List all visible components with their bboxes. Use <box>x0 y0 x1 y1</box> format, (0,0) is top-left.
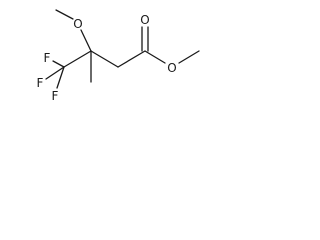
bond-c1-ester-oxygen <box>144 50 166 64</box>
atom-label-fluorine-bottom: F <box>52 89 59 103</box>
bond-c4-c3 <box>63 50 92 68</box>
atom-label-methoxy-oxygen: O <box>73 17 82 31</box>
atom-label-ester-oxygen: O <box>167 61 176 75</box>
bond-c4-f-left <box>45 66 65 80</box>
atom-label-carbonyl-oxygen: O <box>140 13 149 27</box>
atom-label-fluorine-left: F <box>37 76 44 90</box>
bond-ester-oxygen-methyl <box>178 50 200 64</box>
chemical-structure: F F F O O O <box>37 9 200 103</box>
atom-label-fluorine-top: F <box>44 51 51 65</box>
bond-c3-c2 <box>90 50 119 68</box>
bond-c4-f-top <box>52 60 65 68</box>
bond-c2-c1 <box>117 50 146 68</box>
bond-c3-ome-oxygen <box>80 29 92 52</box>
bond-ome-oxygen-methyl <box>55 9 74 20</box>
bond-c4-f-bottom <box>56 66 65 89</box>
